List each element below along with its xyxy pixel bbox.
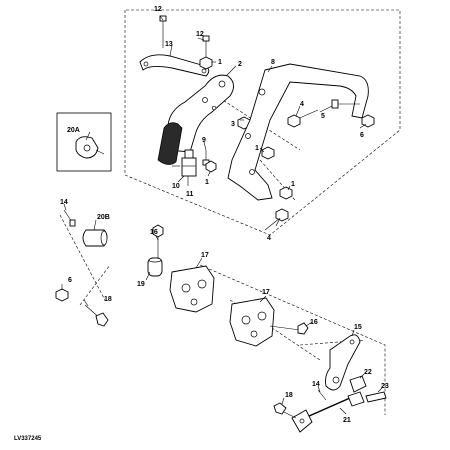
callout-7: 1 bbox=[255, 145, 259, 152]
callout-4-bottom: 4 bbox=[267, 235, 271, 242]
bolt-16-left bbox=[152, 224, 164, 262]
callout-6-right: 6 bbox=[360, 132, 364, 139]
inset-20a bbox=[56, 112, 112, 172]
bolt-18-left bbox=[84, 304, 109, 327]
mount-block-17-right bbox=[229, 297, 275, 347]
callout-20b: 20B bbox=[97, 214, 110, 221]
leader-dashed-lower-bracket bbox=[229, 299, 321, 361]
leader-dashed-15 bbox=[299, 339, 366, 346]
bolt-18-bottom bbox=[273, 402, 297, 419]
callout-8: 8 bbox=[271, 59, 275, 66]
actuator-arm-15 bbox=[325, 334, 361, 391]
callout-14-left: 14 bbox=[60, 199, 68, 206]
callout-17-right: 17 bbox=[262, 289, 270, 296]
callout-labels: 12 12 13 1 2 8 4 5 3 6 1 9 10 11 1 1 4 2… bbox=[60, 6, 389, 424]
screw-12-a bbox=[159, 15, 167, 48]
nut-6-left bbox=[55, 288, 69, 302]
bolt-4-top bbox=[287, 109, 319, 128]
assembly-boundary-upper bbox=[124, 9, 401, 236]
callout-6-left: 6 bbox=[68, 277, 72, 284]
callout-18-left: 18 bbox=[104, 296, 112, 303]
nut-1-top bbox=[199, 56, 213, 70]
pin-14-left bbox=[63, 209, 76, 227]
callout-10: 10 bbox=[172, 183, 180, 190]
callout-14-bottom: 14 bbox=[312, 381, 320, 388]
callout-21: 21 bbox=[343, 417, 351, 424]
callout-1-switch: 1 bbox=[205, 179, 209, 186]
bolt-16-right bbox=[269, 322, 309, 335]
bolt-5 bbox=[331, 99, 360, 109]
callout-16-left: 16 bbox=[150, 229, 158, 236]
callout-2: 2 bbox=[238, 61, 242, 68]
callout-23: 23 bbox=[381, 383, 389, 390]
bushing-20b bbox=[82, 229, 108, 247]
bushing-19 bbox=[147, 257, 163, 277]
callout-17-left: 17 bbox=[201, 252, 209, 259]
callout-16-right: 16 bbox=[310, 319, 318, 326]
callout-19: 19 bbox=[137, 281, 145, 288]
callout-18-bottom: 18 bbox=[285, 392, 293, 399]
callout-13: 13 bbox=[165, 41, 173, 48]
figure-code: LV337245 bbox=[14, 436, 42, 442]
callout-5: 5 bbox=[321, 113, 325, 120]
screw-12-b bbox=[202, 35, 210, 58]
callout-12-b: 12 bbox=[196, 31, 204, 38]
nut-1-right bbox=[279, 186, 293, 200]
support-bracket-8 bbox=[227, 63, 369, 201]
callout-12-a: 12 bbox=[154, 6, 162, 13]
rod-clevis-21 bbox=[291, 391, 365, 433]
callout-20a: 20A bbox=[67, 127, 80, 134]
leader-dashed-6-left bbox=[79, 264, 111, 306]
callout-9: 9 bbox=[202, 137, 206, 144]
nut-6-right bbox=[361, 114, 375, 128]
nut-1-switch bbox=[205, 160, 217, 173]
nut-1-mid bbox=[261, 146, 275, 160]
callout-3: 3 bbox=[231, 121, 235, 128]
leader-dashed-bolt bbox=[259, 159, 296, 201]
leader-lines bbox=[61, 15, 383, 415]
link-rod-13 bbox=[139, 54, 210, 77]
pin-14-bottom bbox=[317, 389, 327, 401]
callout-4-top: 4 bbox=[300, 101, 304, 108]
lever-arm-2 bbox=[157, 74, 234, 165]
callout-1-top: 1 bbox=[218, 59, 222, 66]
assembly-boundary-lower bbox=[199, 264, 386, 415]
callout-11: 11 bbox=[186, 191, 194, 198]
callout-22: 22 bbox=[364, 369, 372, 376]
bolt-4-bottom bbox=[264, 208, 289, 231]
callout-15: 15 bbox=[354, 324, 362, 331]
cotter-23 bbox=[365, 391, 387, 403]
callout-1-right: 1 bbox=[291, 181, 295, 188]
mount-block-17-left bbox=[169, 265, 215, 313]
leader-dashed-20b bbox=[59, 214, 106, 301]
switch-block-11 bbox=[181, 149, 197, 177]
clip-22 bbox=[349, 375, 367, 393]
